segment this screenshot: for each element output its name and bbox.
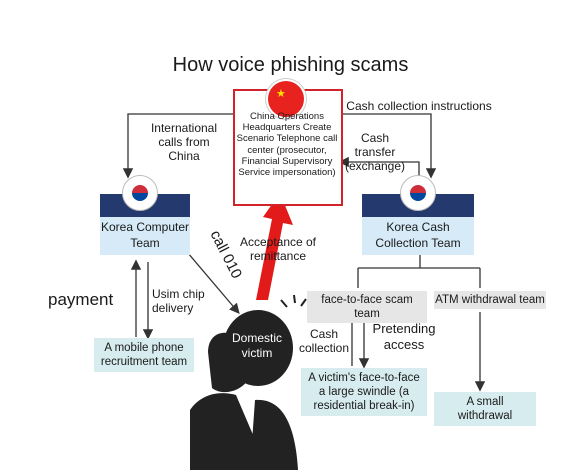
cash-transfer-label: Cash transfer (exchange) [344,131,406,173]
computer-team-label: Korea Computer Team [100,217,190,255]
edge-cash-transfer [338,156,420,176]
payment-label: payment [48,290,114,309]
cash-collection-label: Cash collection [298,327,350,355]
face-result-box: A victim's face-to-face a large swindle … [301,368,427,416]
victim-silhouette [190,310,298,470]
acceptance-label: Acceptance of remittance [239,235,317,263]
usim-label: Usim chip delivery [152,287,205,315]
cash-instructions-label: Cash collection instructions [346,99,492,113]
pretending-access-label: Pretending access [372,321,436,352]
edge-cash-team-split [357,252,481,288]
korea-flag-icon [400,175,436,211]
atm-result-box: A small withdrawal [434,392,536,426]
cash-team-label: Korea Cash Collection Team [362,217,474,255]
victim-label: Domestic victim [231,331,282,360]
edge-hq-to-computer-team [122,113,233,179]
korea-flag-icon [122,175,158,211]
international-calls-label: International calls from China [150,121,218,163]
edge-computer-to-victim [181,245,240,314]
china-flag-icon: ★ [266,79,306,119]
surprise-marks [280,294,307,308]
face-team-box: face-to-face scam team [307,291,427,323]
hq-label: China Operations Headquarters Create Sce… [236,111,338,179]
diagram-title: How voice phishing scams [172,54,409,76]
edge-acceptance-arrow [256,193,293,300]
recruitment-team-box: A mobile phone recruitment team [94,338,194,372]
atm-team-box: ATM withdrawal team [434,291,546,309]
edge-cash-instructions [339,113,437,179]
